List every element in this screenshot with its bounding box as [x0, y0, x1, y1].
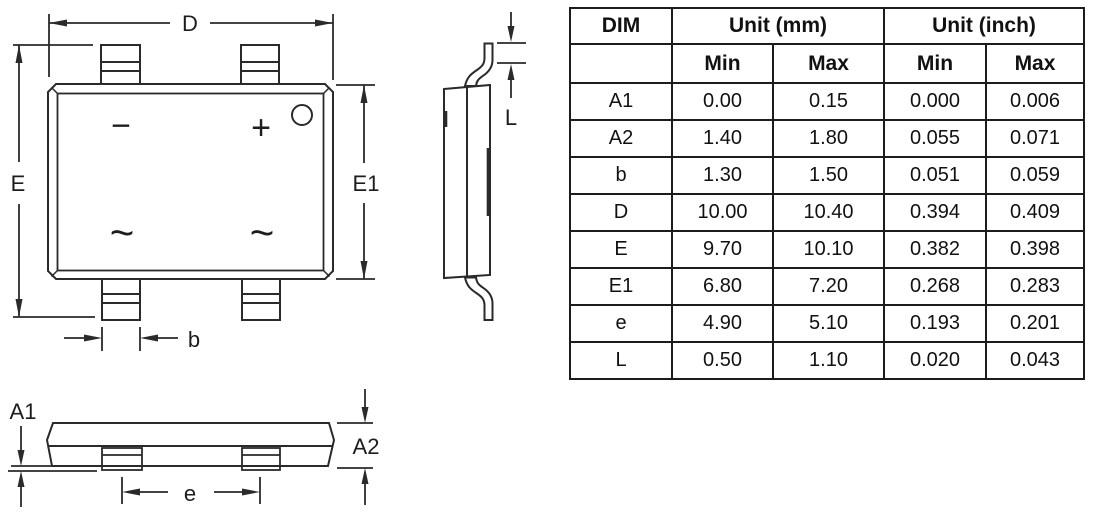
- table-row-D: D 10.00 10.40 0.394 0.409: [569, 193, 1085, 232]
- dimension-E: [13, 44, 95, 318]
- table-row-A1: A1 0.00 0.15 0.000 0.006: [569, 82, 1085, 121]
- dim-label-D: D: [182, 11, 198, 36]
- bottom-view: [8, 422, 336, 472]
- cell-mm-min: 1.30: [671, 156, 774, 195]
- dim-label-E: E: [11, 171, 26, 196]
- bevel-miter-bl: [50, 269, 59, 278]
- bevel-miter-tr: [322, 86, 331, 95]
- cell-mm-min: 0.50: [671, 341, 774, 380]
- lead-bottom-left: [101, 279, 141, 321]
- cell-mm-max: 0.15: [772, 82, 885, 121]
- cell-dim: E1: [569, 267, 673, 306]
- dimension-table: DIM Unit (mm) Unit (inch) Min Max Min Ma…: [569, 7, 1085, 380]
- lead-bottom-right: [241, 279, 281, 321]
- front-lead-left: [101, 447, 143, 471]
- cell-inch-min: 0.020: [883, 341, 987, 380]
- dimension-A1: [17, 426, 25, 507]
- cell-inch-max: 0.409: [985, 193, 1085, 232]
- cell-inch-min: 0.382: [883, 230, 987, 269]
- dim-label-A2: A2: [353, 434, 380, 459]
- cell-inch-min: 0.055: [883, 119, 987, 158]
- cell-inch-max: 0.059: [985, 156, 1085, 195]
- plus-marking: +: [251, 109, 271, 147]
- lead-top-left: [100, 44, 141, 84]
- cell-inch-min: 0.051: [883, 156, 987, 195]
- header-unit-inch: Unit (inch): [883, 7, 1085, 45]
- cell-mm-min: 0.00: [671, 82, 774, 121]
- table-row-L: L 0.50 1.10 0.020 0.043: [569, 341, 1085, 380]
- ac-marking-left: ~: [110, 209, 135, 256]
- lead-top-right: [240, 44, 280, 84]
- cell-inch-max: 0.398: [985, 230, 1085, 269]
- dimension-L: [497, 12, 526, 98]
- side-view: [443, 42, 494, 321]
- dim-label-L: L: [505, 105, 517, 130]
- dim-label-e: e: [184, 481, 196, 506]
- cell-mm-max: 5.10: [772, 304, 885, 343]
- minus-marking: −: [111, 107, 131, 145]
- table-row-E1: E1 6.80 7.20 0.268 0.283: [569, 267, 1085, 306]
- cell-inch-min: 0.394: [883, 193, 987, 232]
- cell-mm-min: 10.00: [671, 193, 774, 232]
- header-inch-max: Max: [985, 43, 1085, 84]
- cell-mm-max: 7.20: [772, 267, 885, 306]
- ac-marking-right: ~: [250, 209, 275, 256]
- cell-inch-min: 0.268: [883, 267, 987, 306]
- table-row-e: e 4.90 5.10 0.193 0.201: [569, 304, 1085, 343]
- top-view: [47, 44, 334, 321]
- table-header-minmax-row: Min Max Min Max: [569, 43, 1085, 84]
- table-header-units-row: DIM Unit (mm) Unit (inch): [569, 7, 1085, 45]
- table-row-A2: A2 1.40 1.80 0.055 0.071: [569, 119, 1085, 158]
- front-body-outline: [45, 422, 336, 467]
- dimension-e: [121, 477, 261, 504]
- cell-mm-max: 1.80: [772, 119, 885, 158]
- package-body-outline: [47, 83, 334, 280]
- cell-dim: e: [569, 304, 673, 343]
- package-body-bevel: [56, 92, 325, 272]
- dim-label-b: b: [188, 327, 200, 352]
- header-unit-mm: Unit (mm): [671, 7, 885, 45]
- bevel-miter-br: [322, 269, 331, 278]
- cell-mm-min: 6.80: [671, 267, 774, 306]
- dimension-b: [64, 327, 178, 351]
- header-dim: DIM: [569, 7, 673, 45]
- cell-mm-max: 10.10: [772, 230, 885, 269]
- side-lead-bottom: [463, 276, 494, 321]
- table-row-E: E 9.70 10.10 0.382 0.398: [569, 230, 1085, 269]
- cell-mm-min: 9.70: [671, 230, 774, 269]
- cell-inch-max: 0.006: [985, 82, 1085, 121]
- table-row-b: b 1.30 1.50 0.051 0.059: [569, 156, 1085, 195]
- header-inch-min: Min: [883, 43, 987, 84]
- cell-inch-max: 0.071: [985, 119, 1085, 158]
- cell-dim: A1: [569, 82, 673, 121]
- cell-inch-max: 0.201: [985, 304, 1085, 343]
- dimension-E1: [336, 84, 375, 280]
- cell-inch-max: 0.283: [985, 267, 1085, 306]
- header-mm-min: Min: [671, 43, 774, 84]
- side-lead-top: [463, 42, 494, 87]
- bevel-miter-tl: [50, 86, 59, 95]
- dim-label-E1: E1: [353, 171, 380, 196]
- cell-mm-min: 4.90: [671, 304, 774, 343]
- dimension-A2: [337, 389, 373, 505]
- header-empty-cell: [569, 43, 673, 84]
- header-mm-max: Max: [772, 43, 885, 84]
- cell-mm-max: 1.50: [772, 156, 885, 195]
- cell-dim: L: [569, 341, 673, 380]
- front-lead-right: [241, 447, 281, 471]
- cell-inch-min: 0.193: [883, 304, 987, 343]
- cell-dim: E: [569, 230, 673, 269]
- dim-label-A1: A1: [10, 399, 37, 424]
- cell-dim: D: [569, 193, 673, 232]
- cell-mm-max: 10.40: [772, 193, 885, 232]
- cell-mm-max: 1.10: [772, 341, 885, 380]
- cell-inch-min: 0.000: [883, 82, 987, 121]
- cell-mm-min: 1.40: [671, 119, 774, 158]
- pin1-indicator-circle: [291, 104, 313, 126]
- cell-dim: A2: [569, 119, 673, 158]
- cell-inch-max: 0.043: [985, 341, 1085, 380]
- cell-dim: b: [569, 156, 673, 195]
